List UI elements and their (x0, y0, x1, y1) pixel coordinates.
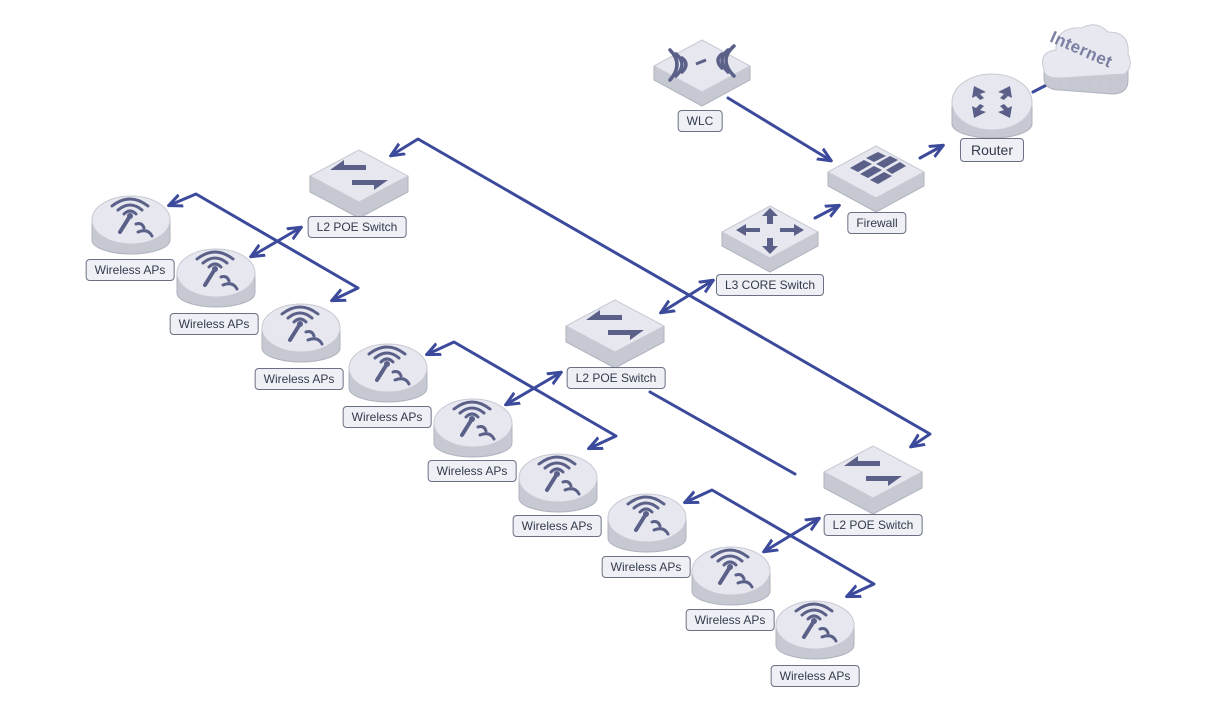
firewall-label: Firewall (847, 212, 907, 234)
wireless-ap-icon (691, 546, 771, 606)
wireless-ap-node[interactable] (774, 597, 856, 665)
wireless-ap-node[interactable] (517, 450, 599, 518)
wireless-ap-icon (433, 398, 513, 458)
wireless-ap-label: Wireless APs (254, 368, 344, 390)
l2-poe-switch-top[interactable] (308, 140, 410, 220)
link-l2-mid-trunk (648, 390, 797, 476)
wireless-ap-icon (607, 493, 687, 553)
l2-switch-top-label: L2 POE Switch (307, 216, 407, 238)
wireless-ap-label: Wireless APs (169, 313, 259, 335)
l3-core-label: L3 CORE Switch (715, 274, 825, 296)
wireless-ap-node[interactable] (432, 395, 514, 463)
wireless-ap-label: Wireless APs (770, 665, 860, 687)
wireless-ap-icon (348, 343, 428, 403)
l3-core-switch-node[interactable] (720, 196, 820, 274)
wireless-controller-icon (652, 39, 752, 107)
wlc-label: WLC (677, 110, 723, 132)
wireless-ap-label: Wireless APs (342, 406, 432, 428)
wireless-ap-node[interactable] (347, 340, 429, 408)
firewall-brick-icon (826, 145, 926, 213)
link-ap-chain-3 (686, 488, 876, 596)
internet-node[interactable]: Internet (1030, 18, 1134, 96)
wireless-ap-icon (518, 453, 598, 513)
wireless-ap-label: Wireless APs (512, 515, 602, 537)
link-ap-chain-2 (428, 340, 618, 448)
wireless-ap-node[interactable] (260, 300, 342, 368)
wireless-ap-icon (261, 303, 341, 363)
link-ap-chain-1 (170, 192, 360, 300)
link-l3-l2-mid (662, 281, 712, 312)
switch-arrows-icon (564, 299, 666, 369)
wireless-ap-node[interactable] (690, 543, 772, 611)
firewall-node[interactable] (826, 136, 926, 214)
router-label: Router (959, 138, 1025, 162)
switch-arrows-icon (822, 445, 924, 515)
wireless-ap-node[interactable] (90, 192, 172, 260)
wireless-ap-node[interactable] (606, 490, 688, 558)
link-l2-top-trunk (392, 137, 932, 446)
router-arrows-icon (951, 73, 1033, 139)
cloud-icon (1042, 24, 1131, 95)
wireless-ap-label: Wireless APs (601, 556, 691, 578)
switch-arrows-icon (308, 149, 410, 219)
four-way-arrows-icon (720, 205, 820, 273)
wireless-ap-icon (775, 600, 855, 660)
l2-poe-switch-mid[interactable] (564, 290, 666, 370)
router-node[interactable] (950, 70, 1034, 142)
wlc-node[interactable] (652, 30, 752, 110)
wireless-ap-icon (91, 195, 171, 255)
l2-switch-mid-label: L2 POE Switch (566, 367, 666, 389)
wireless-ap-label: Wireless APs (85, 259, 175, 281)
l2-poe-switch-low[interactable] (822, 436, 924, 516)
wireless-ap-node[interactable] (175, 245, 257, 313)
wireless-ap-label: Wireless APs (427, 460, 517, 482)
wireless-ap-icon (176, 248, 256, 308)
l2-switch-low-label: L2 POE Switch (823, 514, 923, 536)
wireless-ap-label: Wireless APs (685, 609, 775, 631)
